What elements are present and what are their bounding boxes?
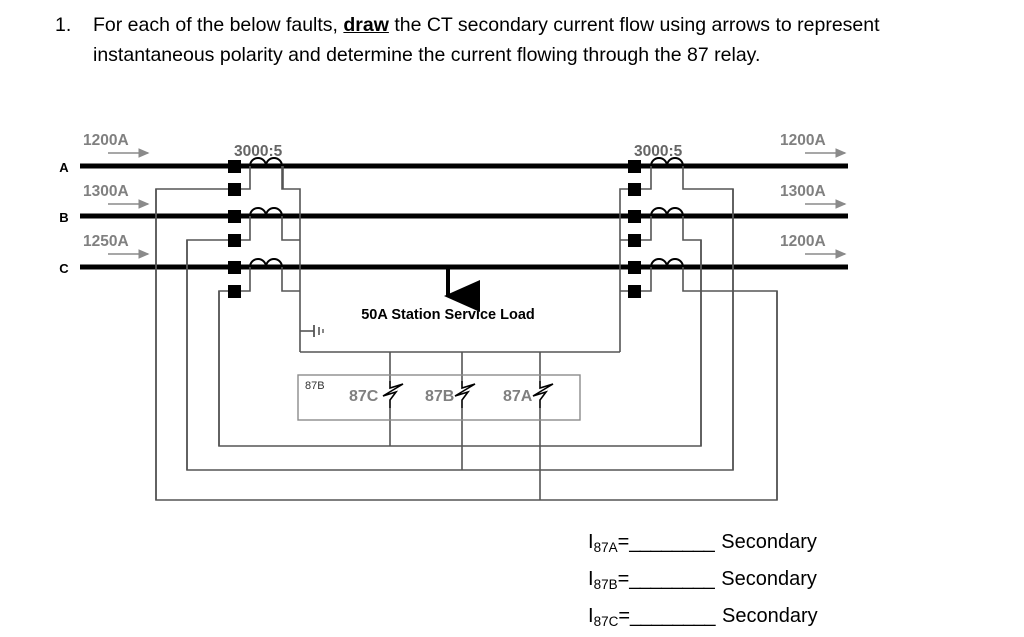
- answer-row-87b: I87B=________ Secondary: [588, 561, 988, 598]
- left-ct-ratio-label: 3000:5: [234, 143, 283, 160]
- answer-unit-87c: Secondary: [722, 605, 818, 627]
- right-ct-a-return: [682, 166, 734, 470]
- left-ct-b-return: [186, 239, 239, 470]
- right-polarity-b-primary: [628, 210, 641, 223]
- relay-element-87c-label: 87C: [349, 388, 379, 405]
- right-ct-b-coil-2: [666, 207, 684, 217]
- right-current-labels: 1200A 1300A 1200A: [780, 132, 847, 259]
- answer-row-87c: I87C=________ Secondary: [588, 598, 988, 635]
- relay-87a-zigzag-icon: [532, 381, 554, 408]
- right-ct-a-coil-2: [666, 157, 684, 167]
- phase-label-b: B: [59, 210, 68, 225]
- right-ct-polarity-marks: [628, 160, 641, 298]
- ground-symbol-icon: [300, 325, 324, 337]
- right-polarity-c-primary: [628, 261, 641, 274]
- left-ct-c-wire-left: [239, 267, 251, 292]
- return-loops: [155, 189, 778, 501]
- left-ct-windings: [249, 157, 283, 268]
- relay-87b-zigzag-icon: [454, 381, 476, 408]
- question-text-before: For each of the below faults,: [93, 14, 344, 36]
- answer-blank-87b[interactable]: ________: [629, 568, 715, 590]
- right-ct-b-return: [682, 216, 702, 446]
- question-text-after: the CT secondary current flow using arro…: [93, 14, 880, 66]
- right-current-a-label: 1200A: [780, 132, 826, 149]
- relay-element-symbols: [382, 381, 554, 408]
- left-ct-a-coil-2: [265, 157, 283, 167]
- answer-lines: I87A=________Secondary I87B=________Seco…: [588, 524, 988, 635]
- answer-subscript-87c: 87C: [593, 614, 619, 629]
- question-text: For each of the below faults, draw the C…: [93, 10, 993, 70]
- answer-blank-87a[interactable]: ________: [629, 531, 715, 553]
- answer-equals-87b: =: [617, 568, 630, 590]
- answer-subscript-87a: 87A: [593, 540, 618, 555]
- answer-equals-87a: =: [617, 531, 630, 553]
- relay-drop-wires: [389, 352, 541, 500]
- question-emphasis-draw: draw: [343, 14, 389, 36]
- right-ct-c-return: [682, 267, 778, 500]
- right-current-c-label: 1200A: [780, 233, 826, 250]
- question-block: 1. For each of the below faults, draw th…: [55, 10, 995, 70]
- right-ct-a-wire-left: [640, 166, 652, 190]
- left-ct-polarity-marks: [228, 160, 241, 298]
- left-polarity-c-primary: [228, 261, 241, 274]
- station-load-label: 50A Station Service Load: [361, 307, 535, 323]
- left-current-labels: 1200A 1300A 1250A: [83, 132, 150, 259]
- loop-middle-b: [186, 189, 734, 471]
- left-current-c-label: 1250A: [83, 233, 129, 250]
- right-polarity-b-secondary: [628, 234, 641, 247]
- left-ct-b-wire-left: [239, 216, 251, 241]
- right-ct-windings: [650, 157, 684, 268]
- answer-symbol-87b: I: [588, 568, 594, 590]
- right-ct-c-coil-2: [666, 258, 684, 268]
- left-polarity-b-secondary: [228, 234, 241, 247]
- relay-box-label: 87B: [305, 380, 325, 392]
- answer-blank-87c[interactable]: ________: [630, 605, 715, 627]
- right-current-b-label: 1300A: [780, 183, 826, 200]
- answer-unit-87b: Secondary: [721, 568, 817, 590]
- left-ct-c-coil-2: [265, 258, 283, 268]
- loop-inner-c: [218, 240, 702, 447]
- left-current-a-label: 1200A: [83, 132, 129, 149]
- right-ct-b-wire-left: [640, 216, 652, 241]
- left-polarity-c-secondary: [228, 285, 241, 298]
- answer-unit-87a: Secondary: [721, 531, 817, 553]
- answer-subscript-87b: 87B: [593, 577, 618, 592]
- phase-label-a: A: [59, 160, 69, 175]
- right-polarity-a-primary: [628, 160, 641, 173]
- left-ct-b-coil-2: [265, 207, 283, 217]
- phase-bus-group: [80, 163, 848, 270]
- answer-row-87a: I87A=________ Secondary: [588, 524, 988, 561]
- answer-symbol-87c: I: [588, 605, 594, 627]
- loop-outer-a: [155, 189, 778, 501]
- relay-box: [297, 374, 581, 421]
- left-polarity-b-primary: [228, 210, 241, 223]
- left-ct-a-wire-left: [239, 166, 251, 190]
- right-ct-c-wire-left: [640, 267, 652, 292]
- left-polarity-a-primary: [228, 160, 241, 173]
- question-number: 1.: [55, 14, 72, 36]
- answer-symbol-87a: I: [588, 531, 594, 553]
- left-ct-a-return: [155, 188, 239, 500]
- answer-equals-87c: =: [618, 605, 631, 627]
- right-polarity-c-secondary: [628, 285, 641, 298]
- phase-label-c: C: [59, 261, 69, 276]
- right-polarity-a-secondary: [628, 183, 641, 196]
- relay-87c-zigzag-icon: [382, 381, 404, 408]
- left-ct-c-return: [218, 290, 239, 446]
- left-current-b-label: 1300A: [83, 183, 129, 200]
- left-polarity-a-secondary: [228, 183, 241, 196]
- right-ct-ratio-label: 3000:5: [634, 143, 683, 160]
- left-ct-c-wire-right: [281, 267, 283, 292]
- relay-element-87b-label: 87B: [425, 388, 454, 405]
- relay-element-87a-label: 87A: [503, 388, 533, 405]
- left-ct-common-bus: [283, 188, 301, 352]
- left-ct-b-wire-right: [281, 216, 283, 241]
